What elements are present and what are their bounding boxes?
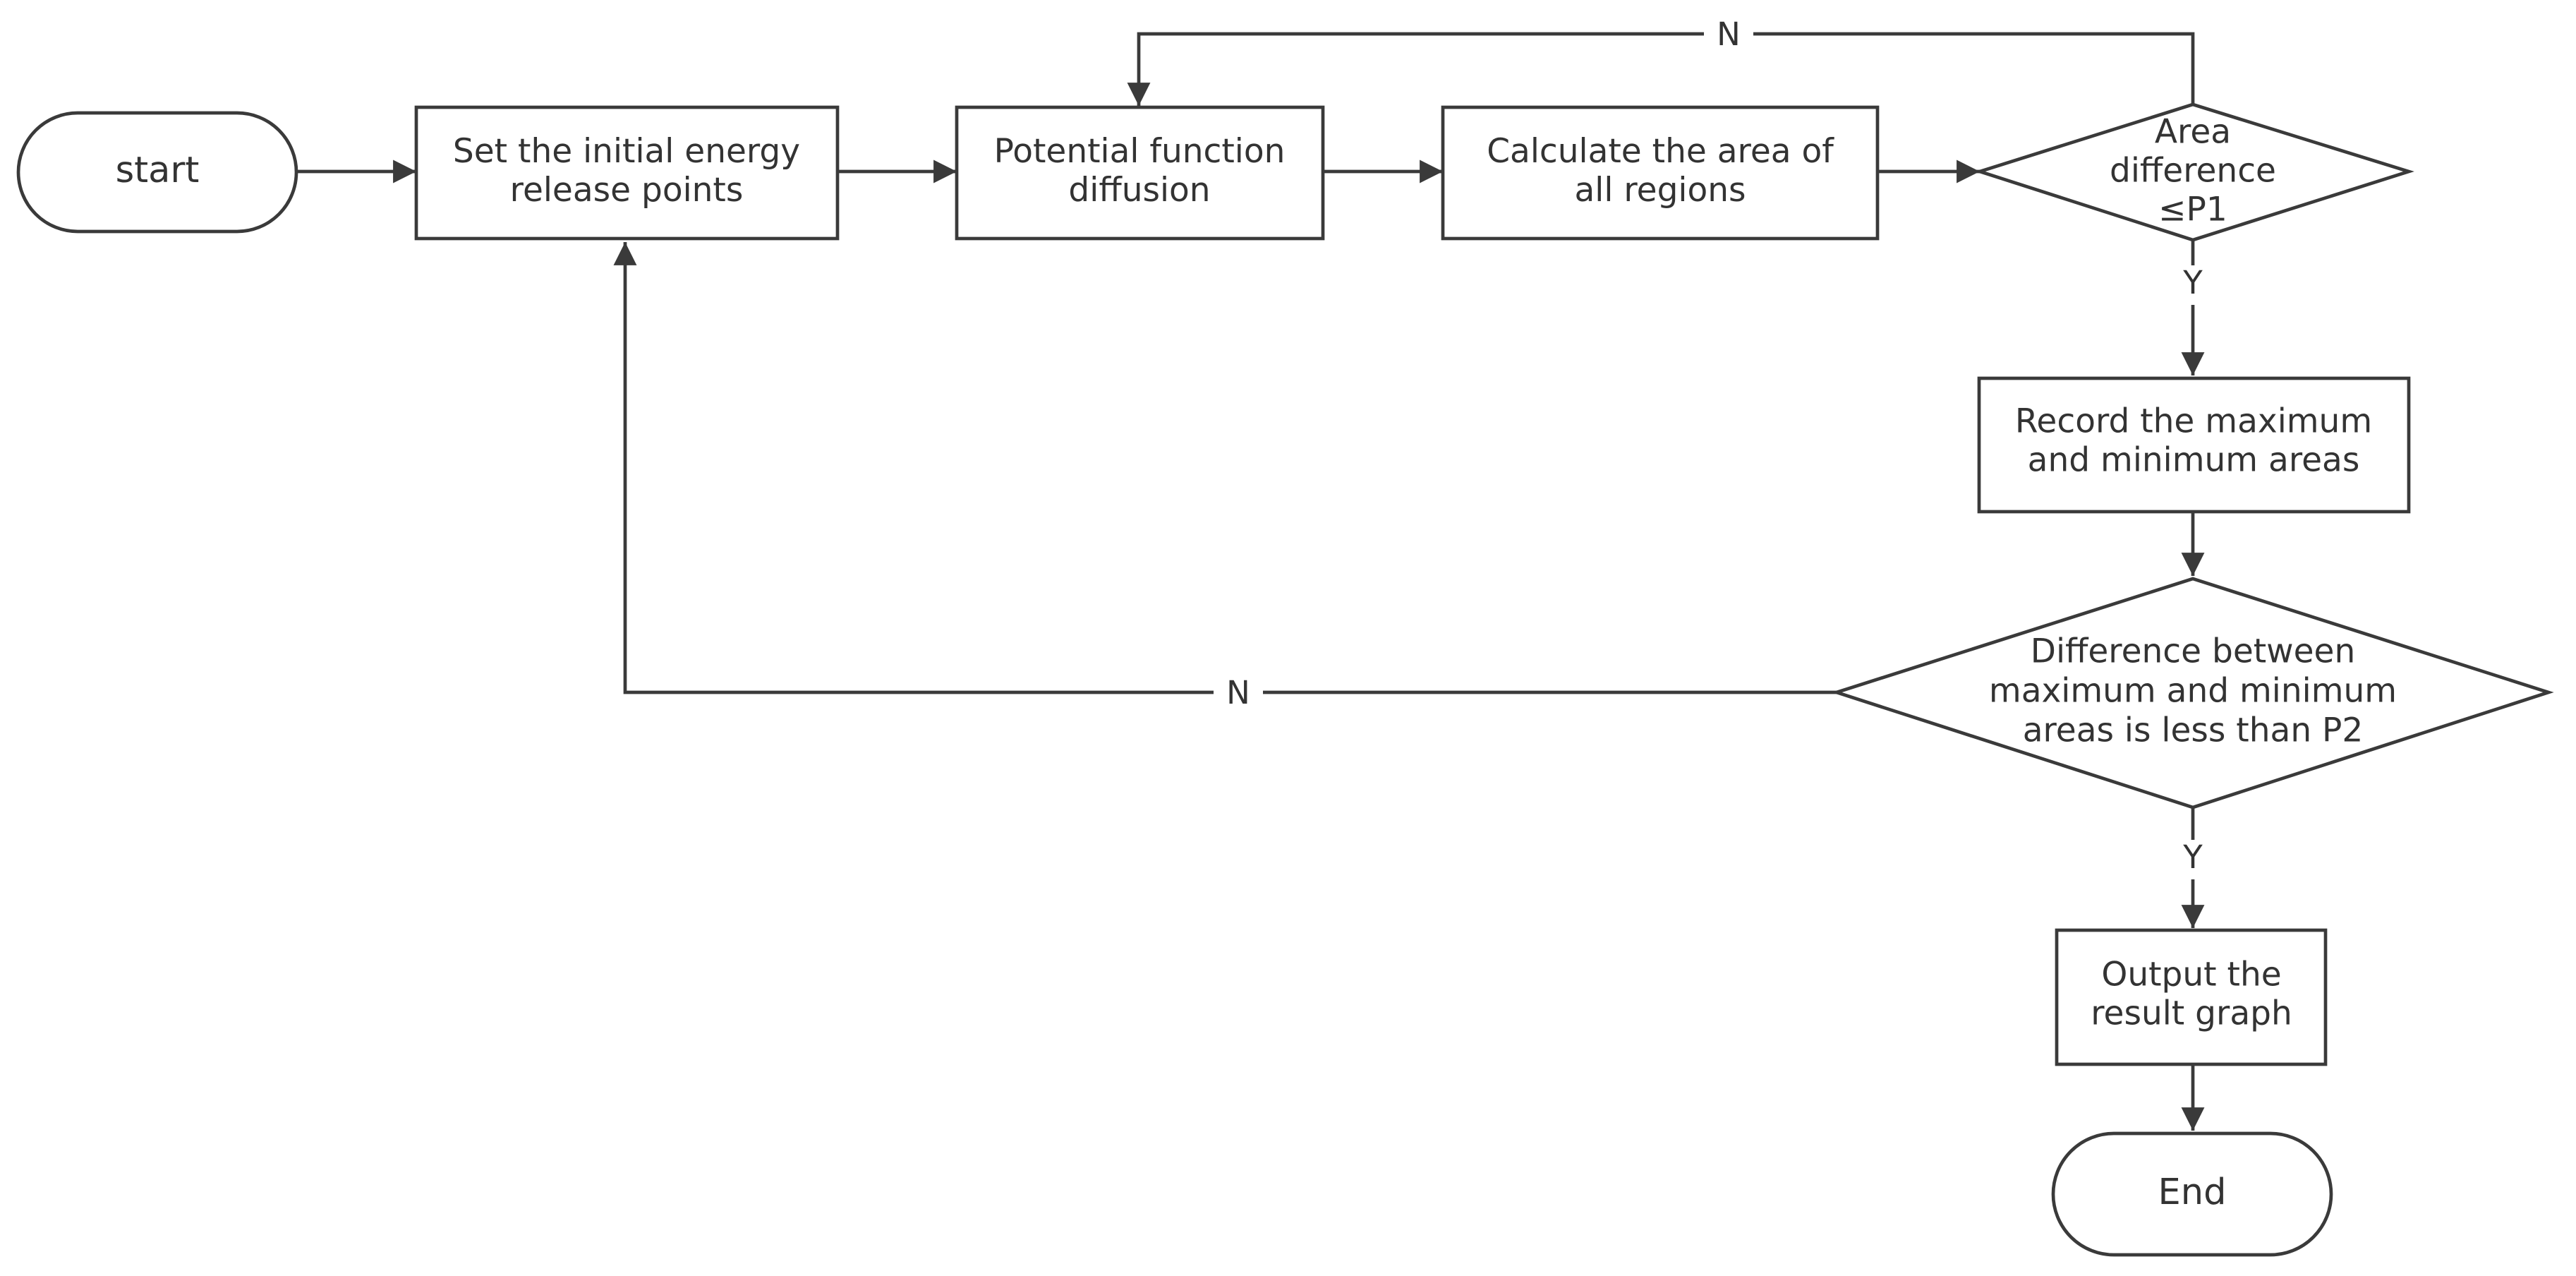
- area-check-decision: Area difference ≤P1: [1974, 102, 2414, 242]
- edge-diff-check-no-loop: [613, 242, 1837, 694]
- area-check-label-line-2: difference: [2110, 152, 2276, 191]
- svg-text:Calculate the area of: Calculate the area of: [1487, 132, 1834, 171]
- output-label-line-1: Output the: [2101, 956, 2281, 994]
- svg-text:all regions: all regions: [1575, 171, 1746, 210]
- edge-label-diff-yes: Y: [2182, 838, 2203, 876]
- record-label-line-2: and minimum areas: [2028, 441, 2360, 480]
- start-node: start: [16, 111, 298, 234]
- calc-area-label-line-2: all regions: [1575, 171, 1746, 210]
- diffusion-label-line-2: diffusion: [1068, 171, 1210, 210]
- edge-label-diff-no: N: [1226, 674, 1250, 711]
- svg-text:Set the initial energy: Set the initial energy: [453, 132, 800, 171]
- svg-text:diffusion: diffusion: [1068, 171, 1210, 210]
- set-points-node: Set the initial energy release points: [414, 105, 840, 241]
- end-label: End: [2158, 1172, 2227, 1213]
- calc-area-label-line-1: Calculate the area of: [1487, 132, 1834, 171]
- edge-label-bg: [1214, 674, 1263, 712]
- svg-text:Potential function: Potential function: [994, 132, 1286, 171]
- diff-check-decision: Difference between maximum and minimum a…: [1831, 577, 2554, 809]
- diff-check-label-line-2: maximum and minimum: [1989, 672, 2397, 711]
- edge-label-bg: [2176, 265, 2210, 305]
- start-label: start: [116, 150, 200, 191]
- edge-label-bg: [1704, 16, 1753, 52]
- record-node: Record the maximum and minimum areas: [1977, 376, 2411, 514]
- svg-text:release points: release points: [510, 171, 744, 210]
- calc-area-node: Calculate the area of all regions: [1441, 105, 1880, 241]
- edge-area-check-no-loop: [1127, 32, 2195, 107]
- area-check-label-line-1: Area: [2155, 113, 2231, 152]
- output-node: Output the result graph: [2055, 928, 2328, 1066]
- end-node: End: [2051, 1131, 2333, 1257]
- set-points-label-line-2: release points: [510, 171, 744, 210]
- diff-check-label-line-1: Difference between: [2031, 632, 2355, 671]
- edge-label-bg: [2176, 840, 2210, 879]
- diffusion-node: Potential function diffusion: [955, 105, 1325, 241]
- diffusion-label-line-1: Potential function: [994, 132, 1286, 171]
- record-label-line-1: Record the maximum: [2015, 402, 2372, 441]
- edge-label-area-yes: Y: [2182, 264, 2203, 301]
- set-points-label-line-1: Set the initial energy: [453, 132, 800, 171]
- edge-label-area-no: N: [1717, 16, 1741, 53]
- diff-check-label-line-3: areas is less than P2: [2023, 711, 2364, 750]
- area-check-label-line-3: ≤P1: [2158, 191, 2227, 229]
- output-label-line-2: result graph: [2091, 994, 2292, 1033]
